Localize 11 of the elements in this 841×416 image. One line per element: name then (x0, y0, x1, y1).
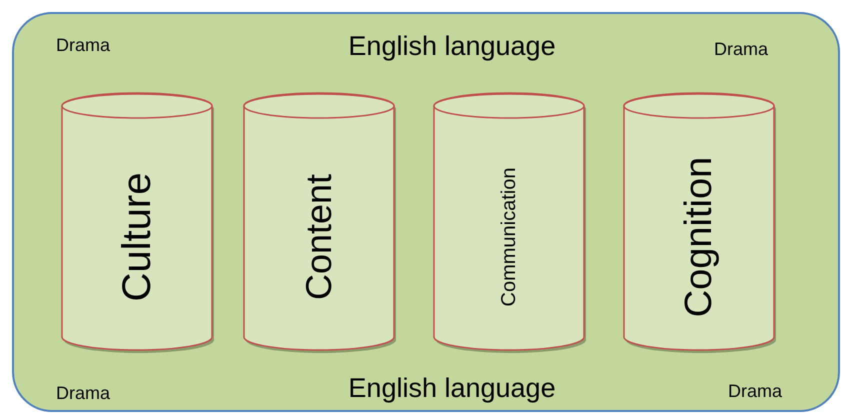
label-text: Drama (728, 382, 782, 402)
cylinder-label: Communication (499, 168, 519, 307)
cylinder-label: Content (301, 174, 337, 301)
background-panel (12, 12, 840, 412)
label-text: Drama (56, 36, 110, 56)
label-text: English language (348, 32, 556, 62)
cylinder-label: Culture (117, 173, 157, 302)
cylinder-label: Cognition (680, 157, 718, 318)
label-text: English language (348, 374, 556, 404)
label-text: Drama (56, 384, 110, 404)
label-text: Drama (714, 40, 768, 60)
